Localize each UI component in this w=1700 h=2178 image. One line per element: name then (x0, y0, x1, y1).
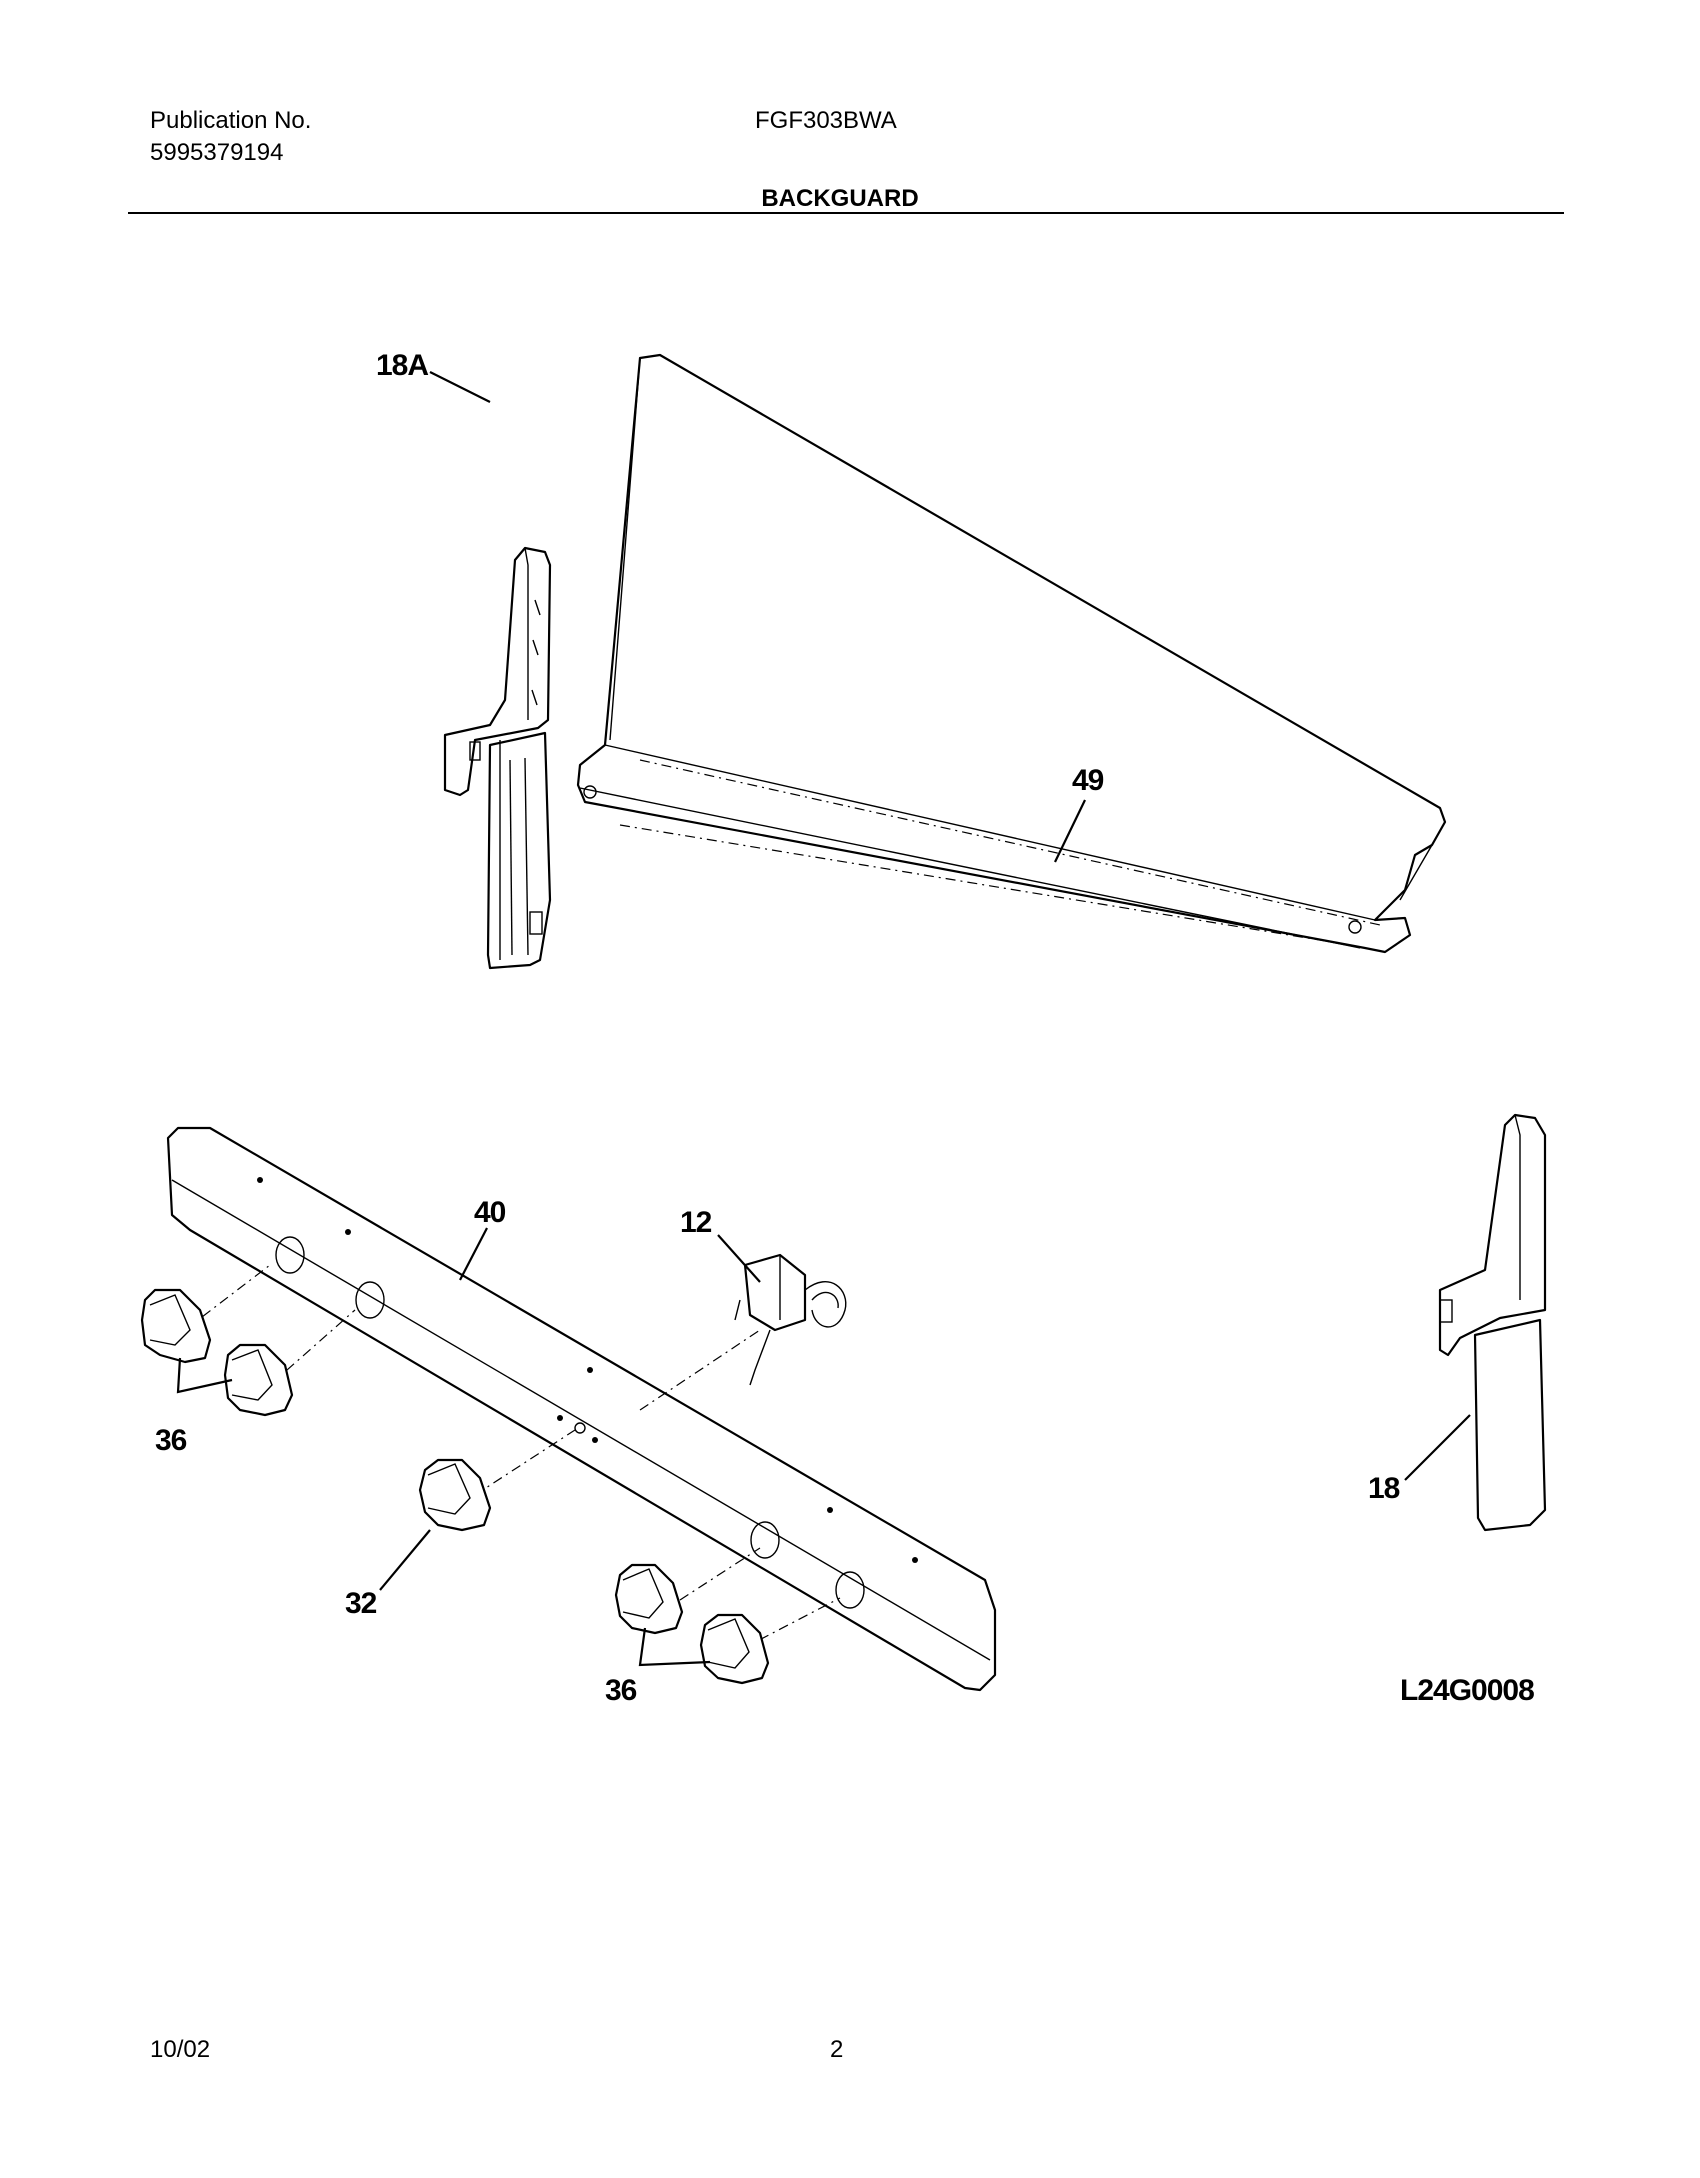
publication-number: 5995379194 (150, 139, 284, 166)
knob-group-36-bottom (614, 1563, 770, 1685)
callout-18a: 18A (376, 349, 428, 382)
leader-12 (717, 1234, 761, 1283)
part-12-thermostat (734, 1253, 847, 1386)
leader-32 (379, 1529, 431, 1591)
part-49-backguard-panel (576, 353, 1447, 954)
publication-label: Publication No. (150, 107, 312, 134)
part-40-control-panel (166, 1126, 997, 1692)
leader-18a (429, 371, 491, 403)
footer-page-number: 2 (830, 2036, 844, 2063)
leader-36-left (176, 1357, 233, 1394)
callout-12: 12 (680, 1206, 712, 1239)
leader-36-bottom (638, 1627, 711, 1667)
footer-date: 10/02 (150, 2036, 211, 2063)
leader-18 (1404, 1414, 1471, 1481)
section-title: BACKGUARD (761, 185, 919, 212)
knob-group-36-left (140, 1288, 294, 1417)
leader-49 (1054, 799, 1086, 863)
part-18a-end-bracket (443, 546, 552, 970)
drawing-reference: L24G0008 (1400, 1674, 1534, 1707)
callout-36-left: 36 (155, 1424, 187, 1457)
callout-36-bottom: 36 (605, 1674, 637, 1707)
callout-40: 40 (474, 1196, 506, 1229)
callout-49: 49 (1072, 764, 1104, 797)
leader-40 (459, 1227, 488, 1281)
callout-18: 18 (1368, 1472, 1400, 1505)
knob-32 (418, 1458, 492, 1532)
model-number: FGF303BWA (755, 107, 897, 134)
part-18-end-cap (1438, 1113, 1547, 1532)
callout-32: 32 (345, 1587, 377, 1620)
header-rule (128, 212, 1564, 214)
